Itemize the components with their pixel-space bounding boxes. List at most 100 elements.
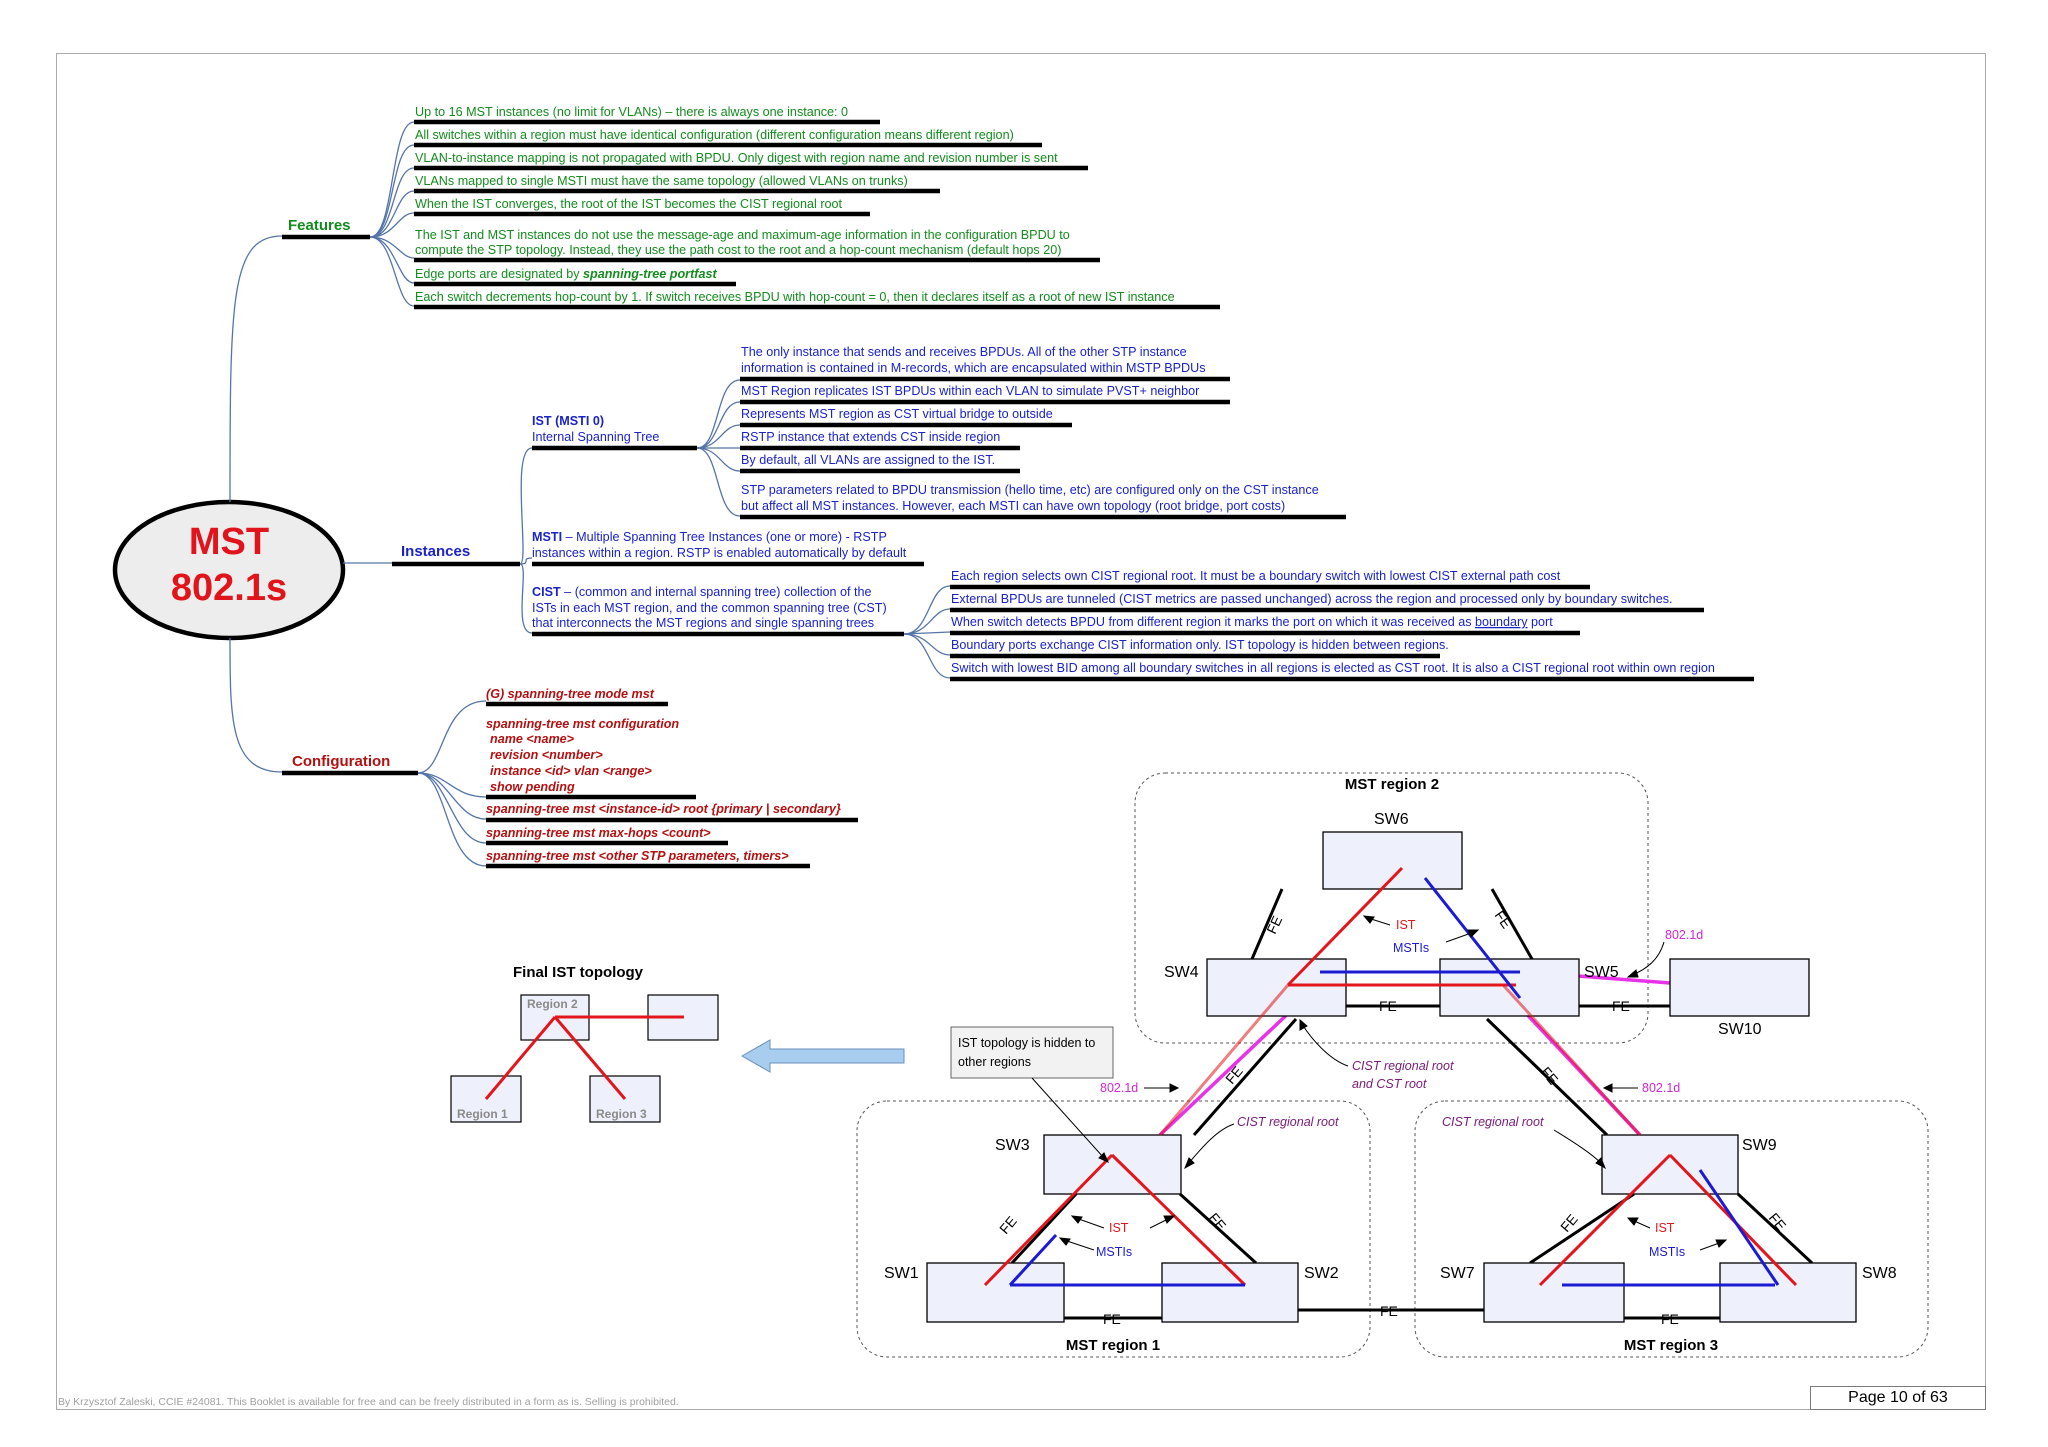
config-2: spanning-tree mst configuration — [486, 717, 679, 731]
cist-item-4: Boundary ports exchange CIST information… — [951, 638, 1449, 652]
branch-instances: Instances — [401, 543, 470, 560]
ist-item-3: Represents MST region as CST virtual bri… — [741, 407, 1053, 421]
svg-text:FE: FE — [1222, 1063, 1246, 1087]
final-region3-label: Region 3 — [596, 1107, 647, 1121]
root-line2: 802.1s — [171, 567, 287, 609]
label-sw5: SW5 — [1584, 964, 1619, 981]
cist-line2: ISTs in each MST region, and the common … — [532, 601, 887, 615]
config-2-name: name <name> — [490, 732, 575, 746]
label-sw8: SW8 — [1862, 1265, 1897, 1282]
cist-line3: that interconnects the MST regions and s… — [532, 616, 874, 630]
callout-hidden-ist-line2: other regions — [958, 1055, 1031, 1069]
feature-6b: compute the STP topology. Instead, they … — [415, 243, 1061, 257]
svg-text:FE: FE — [1612, 998, 1630, 1014]
feature-7: Edge ports are designated by spanning-tr… — [415, 267, 717, 281]
label-sw7: SW7 — [1440, 1265, 1475, 1282]
ist-connectors — [696, 379, 741, 517]
cist-item-1: Each region selects own CIST regional ro… — [951, 569, 1561, 583]
note-cist-regional-and-cst-2: and CST root — [1352, 1077, 1427, 1091]
footer-credit: By Krzysztof Zaleski, CCIE #24081. This … — [58, 1396, 679, 1408]
config-2-instance: instance <id> vlan <range> — [490, 764, 652, 778]
label-sw2: SW2 — [1304, 1265, 1339, 1282]
svg-text:FE: FE — [1206, 1210, 1230, 1234]
svg-text:FE: FE — [1103, 1311, 1121, 1327]
ist-label-r3: IST — [1655, 1221, 1675, 1235]
config-3: spanning-tree mst <instance-id> root {pr… — [486, 802, 841, 816]
ist-subtitle: Internal Spanning Tree — [532, 430, 659, 444]
dot1d-label-top: 802.1d — [1665, 928, 1703, 942]
msti-line2: instances within a region. RSTP is enabl… — [532, 546, 907, 560]
ist-item-4: RSTP instance that extends CST inside re… — [741, 430, 1000, 444]
label-sw10: SW10 — [1718, 1021, 1762, 1038]
label-sw1: SW1 — [884, 1265, 919, 1282]
ist-item-6b: but affect all MST instances. However, e… — [741, 499, 1285, 513]
final-region1-label: Region 1 — [457, 1107, 508, 1121]
ist-item-5: By default, all VLANs are assigned to th… — [741, 453, 995, 467]
msti-label-r3: MSTIs — [1649, 1245, 1685, 1259]
svg-text:FE: FE — [1263, 913, 1285, 936]
cist-item-5: Switch with lowest BID among all boundar… — [951, 661, 1715, 675]
feature-5: When the IST converges, the root of the … — [415, 197, 843, 211]
feature-3: VLAN-to-instance mapping is not propagat… — [415, 151, 1058, 165]
note-arrows — [1184, 1018, 1606, 1170]
cist-line1: CIST – (common and internal spanning tre… — [532, 585, 872, 599]
note-cist-regional-and-cst-1: CIST regional root — [1352, 1059, 1454, 1073]
msti-label-r2: MSTIs — [1393, 941, 1429, 955]
ist-item-2: MST Region replicates IST BPDUs within e… — [741, 384, 1199, 398]
arrow-left-icon — [740, 1039, 905, 1073]
svg-text:FE: FE — [996, 1213, 1020, 1237]
dot1d-label-left: 802.1d — [1100, 1081, 1138, 1095]
svg-text:FE: FE — [1538, 1064, 1562, 1088]
label-sw4: SW4 — [1164, 964, 1199, 981]
config-connectors — [417, 700, 487, 867]
ist-item-1a: The only instance that sends and receive… — [741, 345, 1187, 359]
callout-hidden-ist — [950, 1026, 1114, 1079]
msti-label-r1: MSTIs — [1096, 1245, 1132, 1259]
svg-text:FE: FE — [1661, 1311, 1679, 1327]
callout-arrow — [1031, 1077, 1109, 1163]
dot1d-label-right: 802.1d — [1642, 1081, 1680, 1095]
branch-features: Features — [288, 217, 351, 234]
final-ist-title: Final IST topology — [513, 964, 644, 981]
instances-connectors — [519, 447, 533, 634]
label-sw6: SW6 — [1374, 811, 1409, 828]
cist-connectors — [903, 585, 951, 679]
ist-label-r1: IST — [1109, 1221, 1129, 1235]
config-4: spanning-tree mst max-hops <count> — [486, 826, 711, 840]
ist-title: IST (MSTI 0) — [532, 414, 604, 428]
dot1d-arrows — [1144, 941, 1665, 1093]
page-number: Page 10 of 63 — [1810, 1386, 1986, 1410]
callout-hidden-ist-line1: IST topology is hidden to — [958, 1036, 1095, 1050]
branch-configuration: Configuration — [292, 753, 390, 770]
page-frame — [56, 53, 1986, 1410]
config-1: (G) spanning-tree mode mst — [486, 687, 655, 701]
region-2-title: MST region 2 — [1345, 776, 1439, 793]
region-2-border — [1134, 772, 1649, 1044]
root-node — [112, 499, 346, 641]
ist-label-r2: IST — [1396, 918, 1416, 932]
ist-paths — [983, 866, 1798, 1287]
svg-text:FE: FE — [1766, 1210, 1790, 1234]
cist-item-2: External BPDUs are tunneled (CIST metric… — [951, 592, 1673, 606]
ist-item-6a: STP parameters related to BPDU transmiss… — [741, 483, 1319, 497]
msti-line1: MSTI – Multiple Spanning Tree Instances … — [532, 530, 887, 544]
config-2-show: show pending — [490, 780, 575, 794]
final-ist-topology — [450, 994, 719, 1123]
feature-6a: The IST and MST instances do not use the… — [415, 228, 1070, 242]
feature-8: Each switch decrements hop-count by 1. I… — [415, 290, 1175, 304]
svg-text:FE: FE — [1492, 908, 1515, 932]
features-connectors — [369, 121, 415, 307]
final-region2-label: Region 2 — [527, 997, 578, 1011]
ist-item-1b: information is contained in M-records, w… — [741, 361, 1206, 375]
feature-2: All switches within a region must have i… — [415, 128, 1014, 142]
label-sw9: SW9 — [1742, 1137, 1777, 1154]
note-cist-regional-root-r1: CIST regional root — [1237, 1115, 1339, 1129]
feature-4: VLANs mapped to single MSTI must have th… — [415, 174, 908, 188]
region-3-title: MST region 3 — [1624, 1337, 1718, 1354]
config-5: spanning-tree mst <other STP parameters,… — [486, 849, 789, 863]
root-line1: MST — [189, 521, 269, 563]
msti-paths — [1008, 877, 1780, 1287]
config-2-revision: revision <number> — [490, 748, 603, 762]
